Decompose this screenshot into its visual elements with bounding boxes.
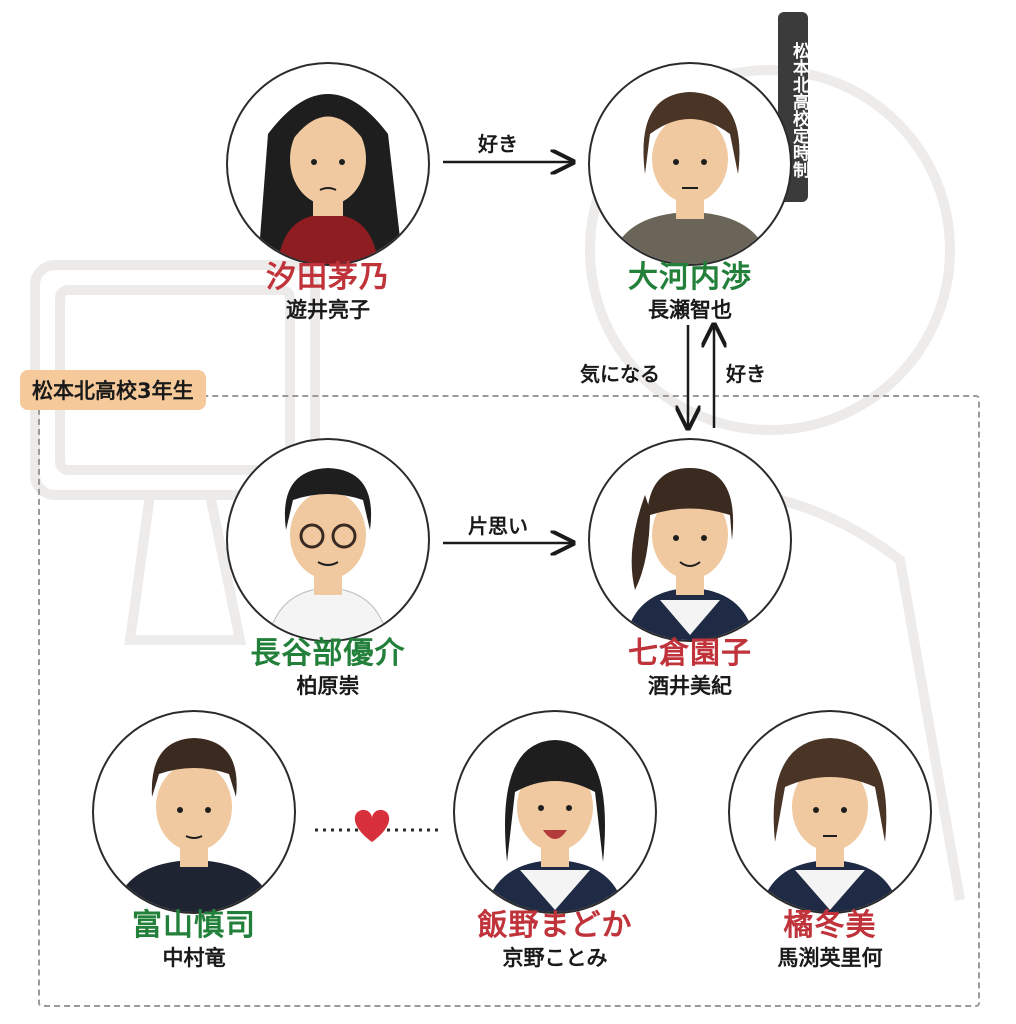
actor-name: 長瀬智也 — [648, 298, 732, 322]
actor-name: 柏原崇 — [296, 674, 360, 698]
character-name: 大河内渉 — [628, 260, 752, 295]
character-name: 汐田茅乃 — [266, 260, 390, 295]
character-okochi: 大河内渉 長瀬智也 — [580, 62, 800, 324]
character-nanakura: 七倉園子 酒井美紀 — [580, 438, 800, 700]
character-shiota: 汐田茅乃 遊井亮子 — [218, 62, 438, 324]
portrait-tachibana — [728, 710, 932, 914]
actor-name: 馬渕英里何 — [777, 946, 883, 970]
character-hasebe: 長谷部優介 柏原崇 — [218, 438, 438, 700]
actor-name: 京野ことみ — [502, 946, 608, 970]
relation-label-like: 好き — [478, 132, 518, 156]
character-name: 富山慎司 — [132, 908, 256, 943]
relation-label-concerned: 気になる — [580, 362, 660, 386]
actor-name: 遊井亮子 — [286, 298, 370, 322]
portrait-nanakura — [588, 438, 792, 642]
portrait-tomiyama — [92, 710, 296, 914]
group-label: 松本北高校3年生 — [20, 370, 206, 410]
portrait-shiota — [226, 62, 430, 266]
portrait-hasebe — [226, 438, 430, 642]
character-name: 長谷部優介 — [250, 636, 406, 671]
character-iino: 飯野まどか 京野ことみ — [445, 710, 665, 972]
actor-name: 酒井美紀 — [648, 674, 732, 698]
character-tachibana: 橘冬美 馬渕英里何 — [720, 710, 940, 972]
character-name: 飯野まどか — [477, 908, 633, 943]
actor-name: 中村竜 — [162, 946, 226, 970]
portrait-iino — [453, 710, 657, 914]
side-tag-night-school: 松本北高校定時制 — [778, 12, 809, 202]
portrait-okochi — [588, 62, 792, 266]
character-name: 橘冬美 — [783, 908, 877, 943]
relation-label-like-2: 好き — [726, 362, 766, 386]
group-box-3rd-year — [38, 395, 980, 1007]
character-name: 七倉園子 — [628, 636, 752, 671]
character-tomiyama: 富山慎司 中村竜 — [84, 710, 304, 972]
relation-label-unrequited: 片思い — [468, 514, 528, 538]
